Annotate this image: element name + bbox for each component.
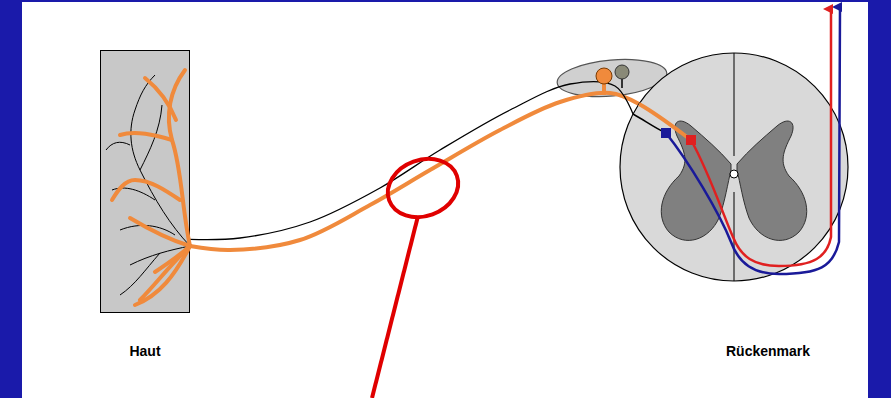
ganglion-cell <box>615 65 629 79</box>
spinal-cord-cross-section <box>619 52 849 282</box>
cell-stem <box>602 84 606 95</box>
ganglion-cell <box>596 68 612 84</box>
node-label: Haut <box>100 343 190 360</box>
skin-box: Haut <box>100 50 190 360</box>
afferent-fiber-black <box>190 82 633 240</box>
cell-stem <box>621 79 623 88</box>
afferent-fiber-orange <box>190 93 639 250</box>
callout-leader <box>372 216 418 398</box>
node-label: Rückenmark <box>619 343 883 360</box>
skin-illustration <box>100 50 190 313</box>
callout-ellipse <box>380 149 467 226</box>
spinal-cord-circle: Rückenmark <box>619 52 883 360</box>
